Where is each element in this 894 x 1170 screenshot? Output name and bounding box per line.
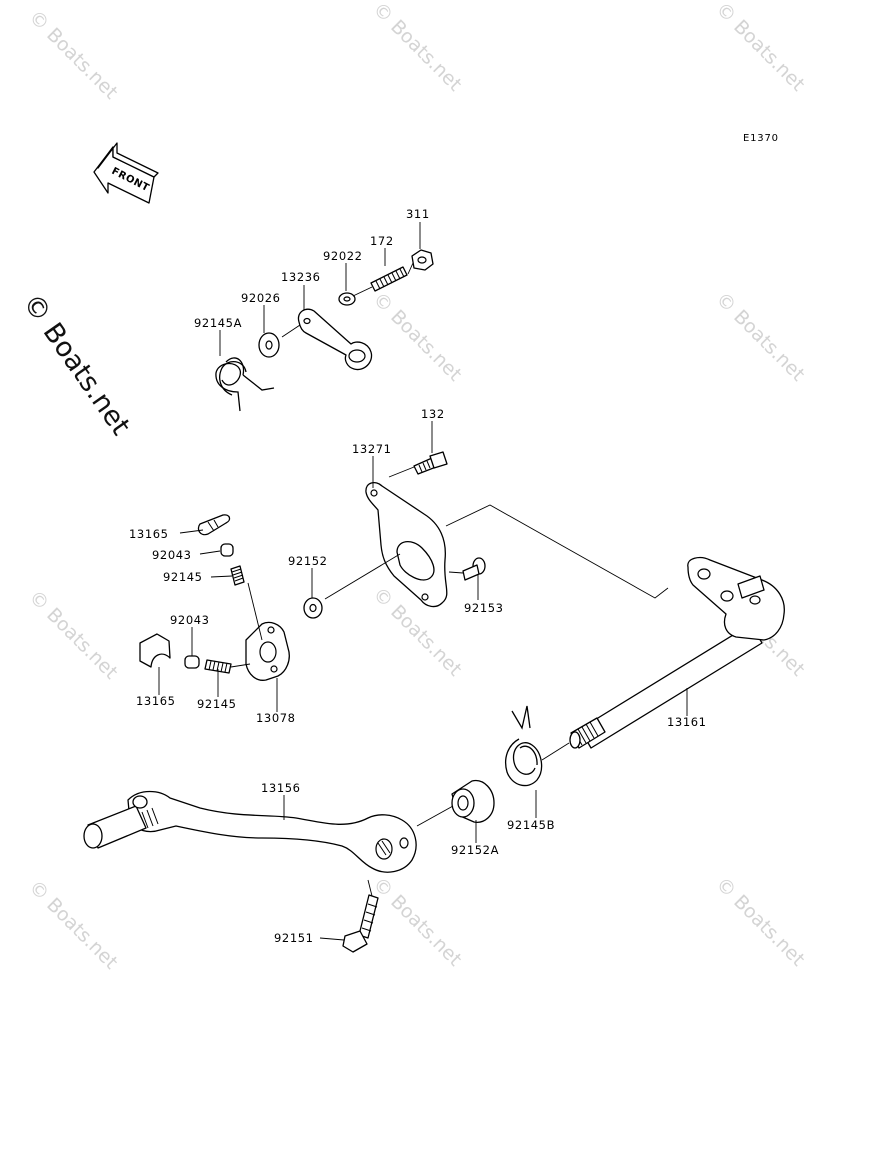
- ratchet-13078: [245, 621, 290, 681]
- watermark: © Boats.net: [711, 873, 809, 971]
- part-label-92151[interactable]: 92151: [274, 931, 314, 945]
- part-label-92043-lower[interactable]: 92043: [170, 613, 210, 627]
- part-label-132[interactable]: 132: [421, 407, 445, 421]
- watermark: © Boats.net: [711, 0, 809, 96]
- pin-92043-upper: [220, 543, 234, 557]
- spring-92145B: [504, 705, 543, 787]
- link-rod-13236: [297, 308, 373, 371]
- diagram-code: E1370: [743, 133, 779, 144]
- part-label-92145B[interactable]: 92145B: [507, 818, 555, 832]
- part-label-13156[interactable]: 13156: [261, 781, 301, 795]
- watermark: © Boats.net: [368, 0, 466, 96]
- watermark: © Boats.net: [24, 876, 122, 974]
- bolt-92151: [342, 894, 379, 953]
- part-labels: 311 172 92022 13236 92026 92145A 132 132…: [129, 207, 707, 945]
- part-label-92153[interactable]: 92153: [464, 601, 504, 615]
- pin-92043-lower: [184, 655, 200, 669]
- assembly-lines: [230, 262, 669, 897]
- spring-92145-lower: [204, 659, 232, 674]
- part-label-92145-upper[interactable]: 92145: [163, 570, 203, 584]
- part-label-172[interactable]: 172: [370, 234, 394, 248]
- spring-92145-upper: [230, 565, 245, 586]
- part-label-92145A[interactable]: 92145A: [194, 316, 242, 330]
- part-label-92152A[interactable]: 92152A: [451, 843, 499, 857]
- front-arrow-icon: FRONT: [93, 142, 159, 204]
- stopper-13165-upper: [197, 514, 231, 536]
- screw-92153: [462, 557, 486, 581]
- threaded-rod-172: [370, 266, 408, 292]
- spring-92145A: [215, 357, 275, 412]
- stopper-13165-lower: [139, 633, 171, 668]
- bolt-132: [413, 451, 448, 475]
- watermark: © Boats.net: [368, 583, 466, 681]
- watermark: © Boats.net: [24, 6, 122, 104]
- part-label-13236[interactable]: 13236: [281, 270, 321, 284]
- watermark: © Boats.net: [368, 873, 466, 971]
- washer-92026: [258, 332, 280, 358]
- part-label-311[interactable]: 311: [406, 207, 430, 221]
- part-label-13271[interactable]: 13271: [352, 442, 392, 456]
- part-label-13165-lower[interactable]: 13165: [136, 694, 176, 708]
- part-label-13165-upper[interactable]: 13165: [129, 527, 169, 541]
- shift-pedal-13156: [83, 790, 417, 873]
- part-label-92145-lower[interactable]: 92145: [197, 697, 237, 711]
- watermark: © Boats.net: [24, 586, 122, 684]
- watermark-large: © Boats.net: [16, 288, 136, 441]
- watermark: © Boats.net: [711, 288, 809, 386]
- part-label-92022[interactable]: 92022: [323, 249, 363, 263]
- guide-plate-13271: [365, 481, 448, 608]
- part-label-13161[interactable]: 13161: [667, 715, 707, 729]
- leaders: [158, 222, 688, 941]
- shift-shaft-13161: [569, 556, 785, 749]
- washer-92022: [338, 292, 356, 306]
- watermark: © Boats.net: [368, 288, 466, 386]
- part-label-92043-upper[interactable]: 92043: [152, 548, 192, 562]
- part-label-13078[interactable]: 13078: [256, 711, 296, 725]
- collar-92152A: [451, 779, 495, 823]
- nut-311: [411, 249, 434, 271]
- washer-92152: [303, 597, 323, 619]
- part-label-92152[interactable]: 92152: [288, 554, 328, 568]
- part-label-92026[interactable]: 92026: [241, 291, 281, 305]
